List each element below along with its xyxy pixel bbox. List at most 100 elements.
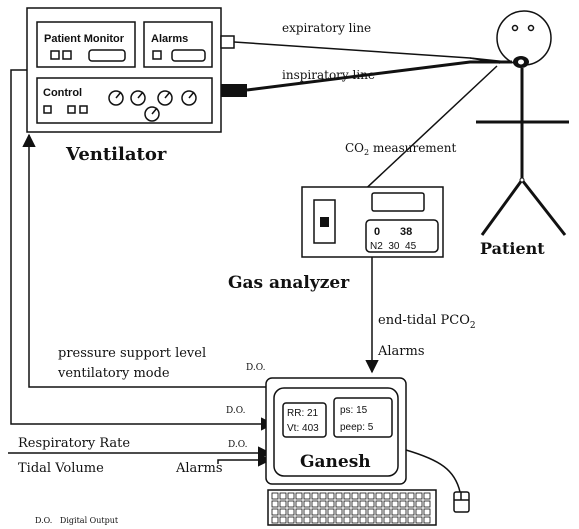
keyboard-key — [423, 508, 431, 516]
readout-value: 0 — [374, 226, 380, 238]
keyboard-key — [319, 516, 327, 524]
keyboard-keys — [271, 492, 431, 524]
keyboard-key — [375, 492, 383, 500]
rr-value: RR: 21 — [287, 408, 319, 419]
ps-value: ps: 15 — [340, 405, 368, 416]
keyboard-key — [327, 500, 335, 508]
keyboard-key — [295, 516, 303, 524]
vt-value: Vt: 403 — [287, 423, 319, 434]
keyboard-key — [351, 500, 359, 508]
keyboard-key — [423, 516, 431, 524]
alarms-label: Alarms — [151, 33, 188, 45]
keyboard-key — [383, 492, 391, 500]
keyboard-key — [303, 492, 311, 500]
keyboard-key — [335, 508, 343, 516]
sample-inlet — [320, 217, 329, 227]
digital-output-tag: D.O. — [246, 363, 266, 373]
mouse-cable — [405, 449, 461, 493]
knob — [130, 90, 146, 106]
inspiratory-port — [221, 84, 247, 97]
keyboard-key — [391, 492, 399, 500]
keyboard-key — [415, 508, 423, 516]
indicator-square — [79, 105, 88, 114]
control-panel — [36, 77, 213, 124]
readout-value: 38 — [400, 226, 412, 238]
keyboard-key — [407, 516, 415, 524]
indicator-square — [43, 105, 52, 114]
inspiratory-line-label: inspiratory line — [282, 68, 375, 82]
keyboard-key — [375, 516, 383, 524]
ganesh-title: Ganesh — [300, 452, 371, 472]
keyboard-key — [311, 516, 319, 524]
keyboard-key — [271, 508, 279, 516]
vitals-panel — [282, 402, 327, 438]
keyboard-key — [311, 492, 319, 500]
keyboard-key — [407, 500, 415, 508]
keyboard-key — [303, 508, 311, 516]
keyboard-key — [359, 500, 367, 508]
pressure-support-label: pressure support level — [58, 346, 206, 361]
keyboard-key — [319, 500, 327, 508]
alarms-from-analyzer-label: Alarms — [377, 344, 425, 359]
readout-gases: N2 30 45 — [370, 241, 417, 252]
keyboard-key — [415, 516, 423, 524]
keyboard-key — [327, 508, 335, 516]
keyboard-key — [399, 492, 407, 500]
keyboard-key — [423, 492, 431, 500]
keyboard-key — [287, 500, 295, 508]
keyboard-key — [391, 516, 399, 524]
keyboard-key — [359, 516, 367, 524]
keyboard-key — [279, 500, 287, 508]
keyboard-key — [335, 492, 343, 500]
gas-analyzer: 0 38 N2 30 45 Gas analyzer — [228, 186, 444, 293]
keyboard-key — [415, 500, 423, 508]
keyboard-key — [399, 500, 407, 508]
ventilator: Patient Monitor Alarms Control Ventilato… — [26, 7, 247, 165]
keyboard-key — [375, 500, 383, 508]
keyboard-key — [383, 516, 391, 524]
keyboard-key — [399, 516, 407, 524]
keyboard-key — [343, 500, 351, 508]
keyboard-key — [311, 508, 319, 516]
keyboard-key — [415, 492, 423, 500]
tidal-volume-label: Tidal Volume — [18, 461, 104, 476]
keyboard-key — [367, 500, 375, 508]
patient-monitor-label: Patient Monitor — [44, 33, 125, 45]
keyboard-key — [351, 492, 359, 500]
keyboard-key — [367, 492, 375, 500]
keyboard-key — [335, 500, 343, 508]
alarms-to-ganesh-label: Alarms — [175, 461, 223, 476]
keyboard-key — [295, 500, 303, 508]
keyboard-key — [375, 508, 383, 516]
keyboard-key — [311, 500, 319, 508]
indicator-square — [50, 50, 60, 60]
breathing-circuit: expiratory line inspiratory line CO2 mea… — [233, 21, 512, 226]
indicator-square — [67, 105, 76, 114]
keyboard-key — [279, 516, 287, 524]
patient-leg — [520, 179, 567, 236]
co2-measurement-label: CO2 measurement — [345, 141, 457, 157]
knob — [144, 106, 160, 122]
patient-eye — [511, 24, 519, 32]
keyboard-key — [287, 508, 295, 516]
ventilatory-mode-label: ventilatory mode — [57, 366, 170, 381]
digital-output-tag: D.O. — [228, 440, 248, 450]
indicator-square — [152, 50, 162, 60]
keyboard-key — [407, 508, 415, 516]
keyboard-key — [271, 500, 279, 508]
footnote: D.O. Digital Output — [35, 516, 119, 525]
keyboard-key — [391, 508, 399, 516]
settings-feedback-arrow — [22, 133, 273, 388]
gas-analyzer-title: Gas analyzer — [228, 273, 350, 293]
keyboard-key — [367, 508, 375, 516]
keyboard-key — [335, 516, 343, 524]
expiratory-line — [233, 41, 509, 63]
keyboard-key — [343, 492, 351, 500]
keyboard-key — [423, 500, 431, 508]
knob — [108, 90, 124, 106]
display-slot — [88, 49, 126, 62]
keyboard-key — [351, 508, 359, 516]
keyboard-key — [327, 516, 335, 524]
control-knobs — [108, 90, 197, 122]
